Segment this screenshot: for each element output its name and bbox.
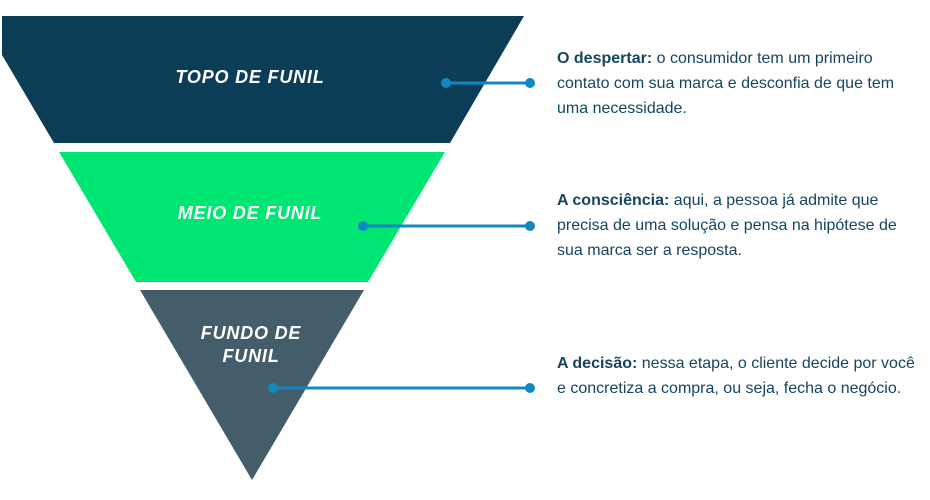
stage-description-bottom-lead: A decisão: [557,355,638,372]
stage-description-bottom-text: nessa etapa, o cliente decide por você e… [557,355,915,397]
connector-dot-top-right [525,78,535,88]
stage-description-bottom: A decisão: nessa etapa, o cliente decide… [557,351,925,401]
connector-dot-bottom-right [525,383,535,393]
stage-description-top-lead: O despertar: [557,50,653,67]
stage-description-top-text: o consumidor tem um primeiro contato com… [557,50,895,117]
connector-dot-middle-left [358,221,368,231]
funnel-stage-top-label: TOPO DE FUNIL [175,67,325,87]
stage-description-middle: A consciência: aqui, a pessoa já admite … [557,188,925,263]
funnel-stage-bottom-shape [140,290,364,480]
stage-description-middle-lead: A consciência: [557,192,670,209]
funnel-stage-middle-label: MEIO DE FUNIL [177,203,323,223]
funnel-stage-bottom-label: FUNDO DE FUNIL [200,323,302,366]
stage-description-top: O despertar: o consumidor tem um primeir… [557,46,925,121]
connector-dot-bottom-left [268,383,278,393]
connector-dot-middle-right [525,221,535,231]
funnel-stage-top-shape [2,16,524,143]
connector-dot-top-left [441,78,451,88]
funnel-stage-middle-shape [59,152,445,282]
stage-description-middle-text: aqui, a pessoa já admite que precisa de … [557,192,897,259]
